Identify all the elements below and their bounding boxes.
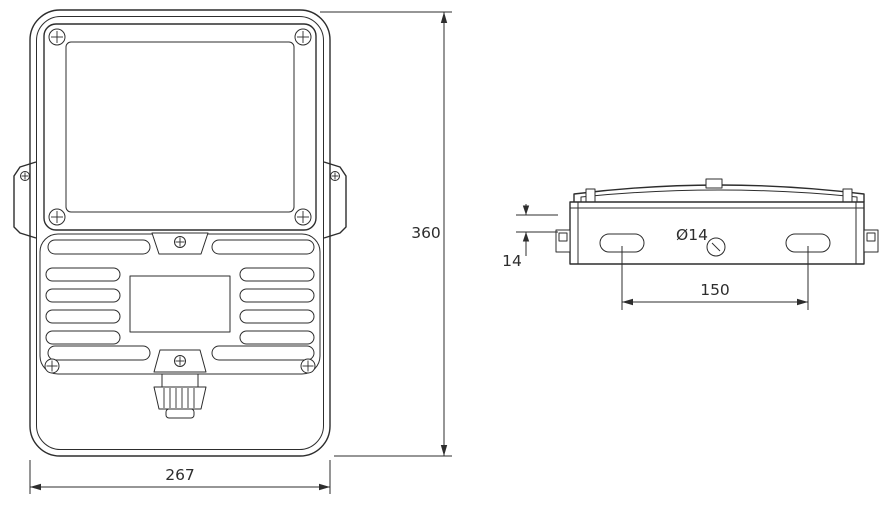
- arrowhead-down-icon: [522, 205, 530, 215]
- side-pivot-right: [863, 229, 879, 253]
- fin-slot: [239, 288, 315, 303]
- fin-slot: [239, 309, 315, 324]
- hole-diameter-dimension: Ø14: [676, 226, 708, 244]
- dim-front-width-label: 267: [165, 466, 195, 484]
- side-end-tab-left: [585, 188, 596, 203]
- front-height-dimension: 360: [320, 11, 452, 457]
- dim-front-height-label: 360: [411, 224, 441, 242]
- lower-screw-right: [300, 358, 316, 374]
- fin-slot: [239, 330, 315, 345]
- floodlight-body-inner-outline: [36, 16, 324, 450]
- fin-slot: [211, 239, 315, 255]
- side-top-tab: [705, 178, 723, 189]
- lens-bezel: [43, 23, 317, 231]
- dim-hole-diameter-label: Ø14: [676, 226, 708, 244]
- side-view: [555, 178, 879, 265]
- fin-slot: [45, 330, 121, 345]
- fin-slot: [211, 345, 315, 361]
- side-offset-dimension: 14: [502, 204, 558, 270]
- side-pivot-left: [555, 229, 571, 253]
- bezel-screw-bottom-right: [294, 208, 312, 226]
- dim-hole-spacing-label: 150: [700, 281, 730, 299]
- arrowhead-left-icon: [30, 483, 41, 491]
- arrowhead-down-icon: [440, 445, 448, 456]
- front-width-dimension: 267: [29, 460, 331, 494]
- bezel-screw-top-left: [48, 28, 66, 46]
- fin-slot: [47, 239, 151, 255]
- lens-glass: [65, 41, 295, 213]
- side-lens-inner-profile: [580, 189, 858, 202]
- fin-slot: [239, 267, 315, 282]
- fin-slot: [45, 288, 121, 303]
- bezel-screw-bottom-left: [48, 208, 66, 226]
- cable-gland: [153, 373, 207, 419]
- arrowhead-left-icon: [622, 298, 633, 306]
- arrowhead-up-icon: [440, 12, 448, 23]
- fin-slot: [47, 345, 151, 361]
- arrowhead-right-icon: [319, 483, 330, 491]
- fin-slot: [45, 309, 121, 324]
- lower-screw-left: [44, 358, 60, 374]
- arrowhead-right-icon: [797, 298, 808, 306]
- center-plate: [129, 275, 231, 333]
- bezel-screw-top-right: [294, 28, 312, 46]
- hole-spacing-dimension: 150: [621, 246, 809, 310]
- side-end-tab-right: [842, 188, 853, 203]
- left-mount-bracket: [13, 161, 37, 239]
- fin-slot: [45, 267, 121, 282]
- arrowhead-up-icon: [522, 232, 530, 242]
- right-mount-bracket: [323, 161, 347, 239]
- dim-side-offset-label: 14: [502, 252, 522, 270]
- front-view: [13, 9, 347, 457]
